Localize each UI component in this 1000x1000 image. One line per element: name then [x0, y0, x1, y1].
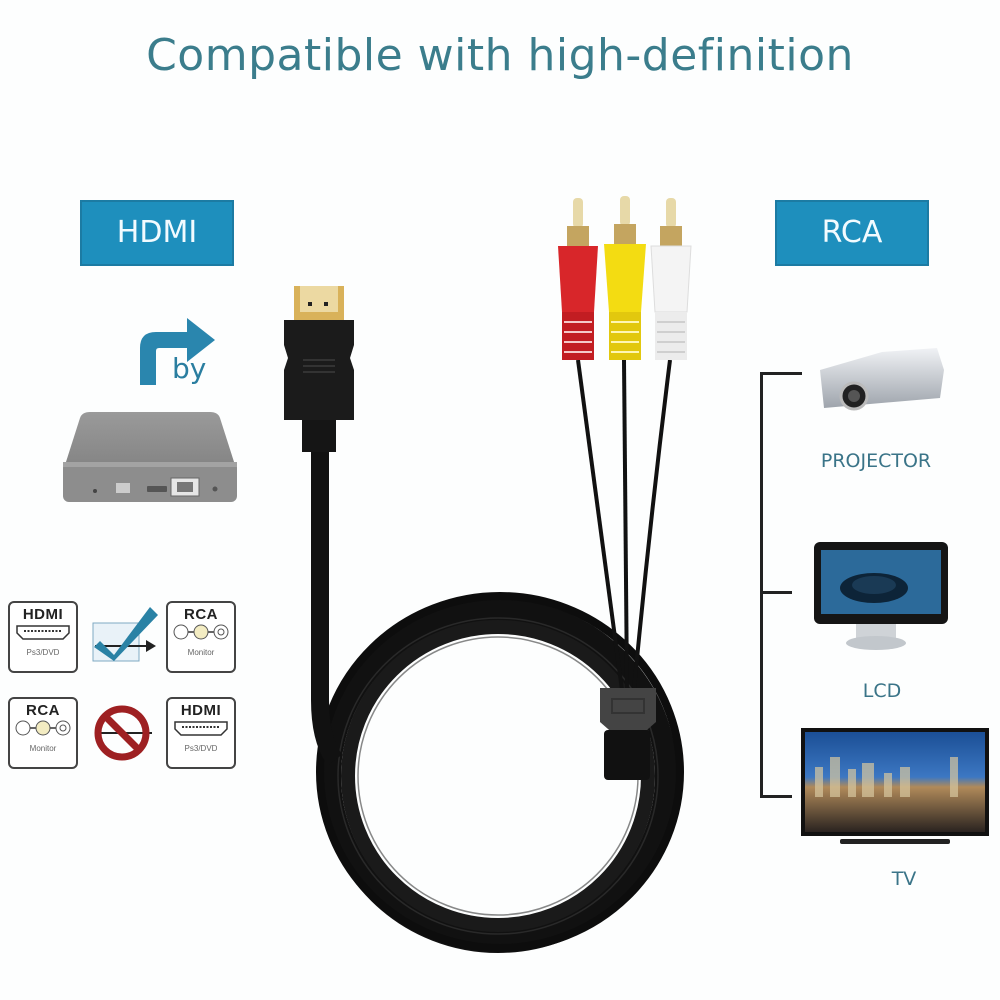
- set-top-box-icon: [63, 412, 237, 502]
- rca-label: RCA: [775, 200, 929, 266]
- rca-plug-yellow: [604, 196, 646, 360]
- rca-jacks-icon: [173, 624, 229, 640]
- rca-jacks-icon: [15, 720, 71, 736]
- device-bracket: [760, 372, 763, 798]
- rca-plug-white: [650, 198, 692, 360]
- projector-label: PROJECTOR: [820, 450, 932, 472]
- card-title: RCA: [184, 606, 218, 623]
- rca-source-card: RCA Monitor: [8, 697, 78, 769]
- tv-label: TV: [891, 868, 917, 890]
- card-subtitle: Ps3/DVD: [26, 648, 60, 657]
- hdmi-port-icon: [16, 625, 70, 640]
- hdmi-target-card: HDMI Ps3/DVD: [166, 697, 236, 769]
- card-title: HDMI: [22, 606, 64, 623]
- bracket-tick: [760, 795, 792, 798]
- lcd-label: LCD: [862, 680, 902, 702]
- lcd-monitor-icon: [814, 542, 948, 650]
- bracket-tick: [760, 591, 792, 594]
- rca-plug-red: [558, 198, 598, 360]
- hdmi-port-icon: [174, 721, 228, 736]
- bracket-tick: [760, 372, 802, 375]
- rca-target-card: RCA Monitor: [166, 601, 236, 673]
- card-subtitle: Monitor: [29, 744, 57, 753]
- card-subtitle: Monitor: [187, 648, 215, 657]
- hdmi-label: HDMI: [80, 200, 234, 266]
- tv-icon: [801, 728, 989, 844]
- hdmi-source-card: HDMI Ps3/DVD: [8, 601, 78, 673]
- card-subtitle: Ps3/DVD: [184, 744, 218, 753]
- page-title: Compatible with high-definition: [146, 30, 854, 81]
- card-title: RCA: [26, 702, 60, 719]
- by-text: by: [172, 352, 207, 385]
- check-icon: [92, 607, 158, 662]
- card-title: HDMI: [180, 702, 222, 719]
- bent-arrow-icon: [140, 318, 215, 385]
- prohibited-icon: [94, 705, 152, 761]
- projector-icon: [820, 348, 944, 411]
